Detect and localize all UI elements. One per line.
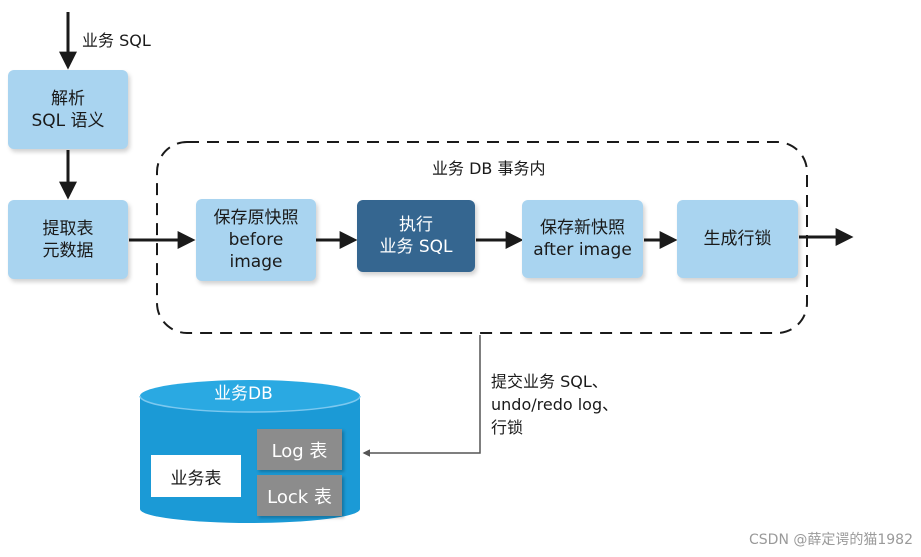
commit-connector <box>362 335 481 457</box>
lock-table-label: Lock 表 <box>267 486 332 508</box>
extract-metadata-node: 提取表 元数据 <box>8 200 128 279</box>
log-table-label: Log 表 <box>271 440 328 462</box>
execute-sql-node: 执行 业务 SQL <box>357 200 475 272</box>
input-sql-label: 业务 SQL <box>82 31 151 50</box>
row-lock-node: 生成行锁 <box>677 200 798 278</box>
commit-label: 提交业务 SQL、 undo/redo log、 行锁 <box>491 372 619 437</box>
business-table: 业务表 <box>151 455 241 497</box>
log-table: Log 表 <box>257 429 342 470</box>
row-lock-text: 生成行锁 <box>703 229 772 249</box>
before-image-node: 保存原快照 before image <box>196 199 316 281</box>
after-image-text: 保存新快照 after image <box>533 218 632 260</box>
business-table-label: 业务表 <box>170 468 222 489</box>
watermark: CSDN @薛定谔的猫1982 <box>749 532 913 548</box>
extract-metadata-text: 提取表 元数据 <box>42 218 94 261</box>
after-image-node: 保存新快照 after image <box>522 200 643 278</box>
execute-sql-text: 执行 业务 SQL <box>379 215 453 257</box>
lock-table: Lock 表 <box>257 475 342 516</box>
database-title: 业务DB <box>214 384 273 404</box>
transaction-label: 业务 DB 事务内 <box>432 159 546 178</box>
parse-sql-node: 解析 SQL 语义 <box>8 70 128 149</box>
parse-sql-text: 解析 SQL 语义 <box>31 88 105 131</box>
before-image-text: 保存原快照 before image <box>213 208 299 272</box>
